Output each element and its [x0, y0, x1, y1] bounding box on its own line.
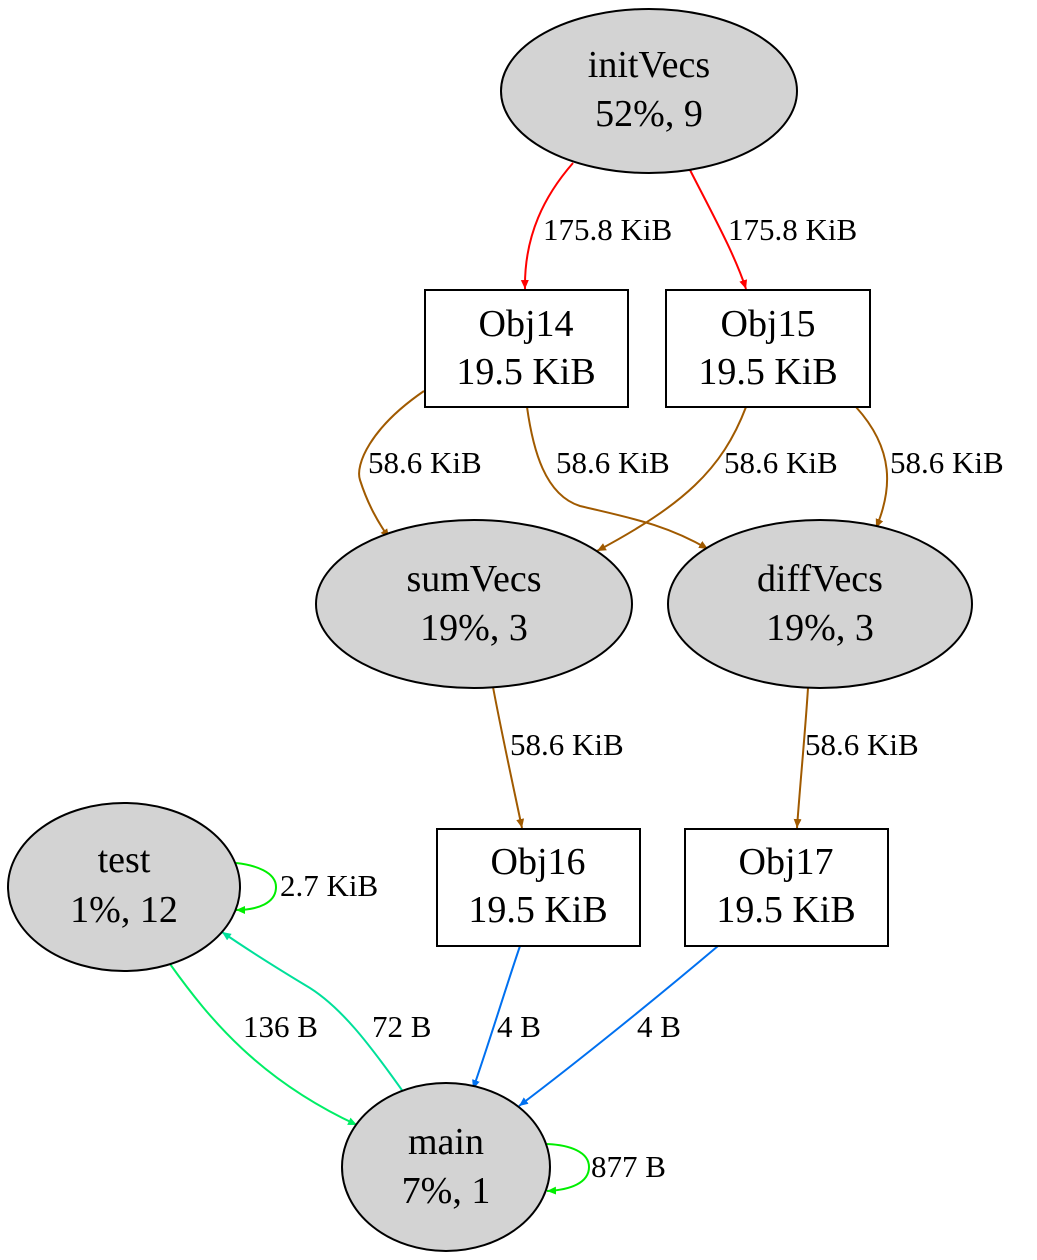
edge-label-test-self: 2.7 KiB: [280, 868, 378, 903]
edge-obj15-diffvecs: [855, 406, 889, 529]
node-obj17[interactable]: Obj17 19.5 KiB: [684, 828, 889, 947]
node-obj14[interactable]: Obj14 19.5 KiB: [424, 289, 629, 408]
edge-label-main-test: 72 B: [372, 1009, 431, 1044]
node-obj15-stats: 19.5 KiB: [698, 351, 837, 393]
edge-test-main: [169, 963, 358, 1126]
edge-obj17-main: [518, 945, 719, 1107]
node-main[interactable]: main 7%, 1: [341, 1082, 551, 1252]
edge-label-obj14-sumvecs: 58.6 KiB: [368, 445, 482, 480]
edge-label-diffvecs-obj17: 58.6 KiB: [805, 727, 919, 762]
edge-label-obj16-main: 4 B: [497, 1009, 541, 1044]
edge-main-test: [221, 931, 405, 1094]
edge-label-test-main: 136 B: [243, 1009, 318, 1044]
node-obj17-name: Obj17: [739, 841, 834, 883]
edge-diffvecs-obj17: [793, 687, 809, 829]
node-obj17-stats: 19.5 KiB: [716, 889, 855, 931]
edge-obj14-sumvecs: [358, 390, 425, 539]
node-test-name: test: [98, 839, 151, 881]
node-initvecs[interactable]: initVecs 52%, 9: [500, 8, 798, 174]
node-obj16-name: Obj16: [491, 841, 586, 883]
node-diffvecs-stats: 19%, 3: [766, 607, 874, 649]
edge-obj15-sumvecs: [596, 406, 747, 552]
edge-label-obj15-sumvecs: 58.6 KiB: [724, 445, 838, 480]
node-initvecs-stats: 52%, 9: [595, 93, 703, 135]
node-initvecs-name: initVecs: [588, 44, 710, 86]
edge-main-self: [546, 1143, 591, 1195]
node-sumvecs-name: sumVecs: [406, 558, 541, 600]
node-diffvecs[interactable]: diffVecs 19%, 3: [667, 519, 973, 689]
node-obj14-stats: 19.5 KiB: [456, 351, 595, 393]
edges: [169, 162, 889, 1195]
edge-test-self: [235, 862, 278, 914]
node-test[interactable]: test 1%, 12: [7, 802, 241, 972]
node-sumvecs[interactable]: sumVecs 19%, 3: [315, 519, 633, 689]
edge-label-obj15-diffvecs: 58.6 KiB: [890, 445, 1004, 480]
edge-obj14-diffvecs: [526, 406, 709, 550]
edge-sumvecs-obj16: [492, 686, 525, 829]
edge-label-initvecs-obj15: 175.8 KiB: [728, 212, 857, 247]
node-obj15[interactable]: Obj15 19.5 KiB: [665, 289, 871, 408]
edge-label-initvecs-obj14: 175.8 KiB: [543, 212, 672, 247]
node-obj16[interactable]: Obj16 19.5 KiB: [436, 828, 641, 947]
edge-label-obj17-main: 4 B: [637, 1009, 681, 1044]
node-obj14-name: Obj14: [479, 303, 574, 345]
node-obj16-stats: 19.5 KiB: [468, 889, 607, 931]
edge-labels: 175.8 KiB 175.8 KiB 58.6 KiB 58.6 KiB 58…: [243, 212, 1004, 1184]
edge-initvecs-obj15: [689, 169, 748, 290]
edge-label-main-self: 877 B: [591, 1149, 666, 1184]
edge-obj16-main: [472, 945, 521, 1090]
edge-label-obj14-diffvecs: 58.6 KiB: [556, 445, 670, 480]
edge-initvecs-obj14: [520, 162, 574, 290]
edge-label-sumvecs-obj16: 58.6 KiB: [510, 727, 624, 762]
node-test-stats: 1%, 12: [70, 889, 178, 931]
node-main-name: main: [408, 1121, 484, 1163]
node-diffvecs-name: diffVecs: [757, 558, 883, 600]
node-main-stats: 7%, 1: [402, 1170, 491, 1212]
node-obj15-name: Obj15: [721, 303, 816, 345]
node-sumvecs-stats: 19%, 3: [420, 607, 528, 649]
